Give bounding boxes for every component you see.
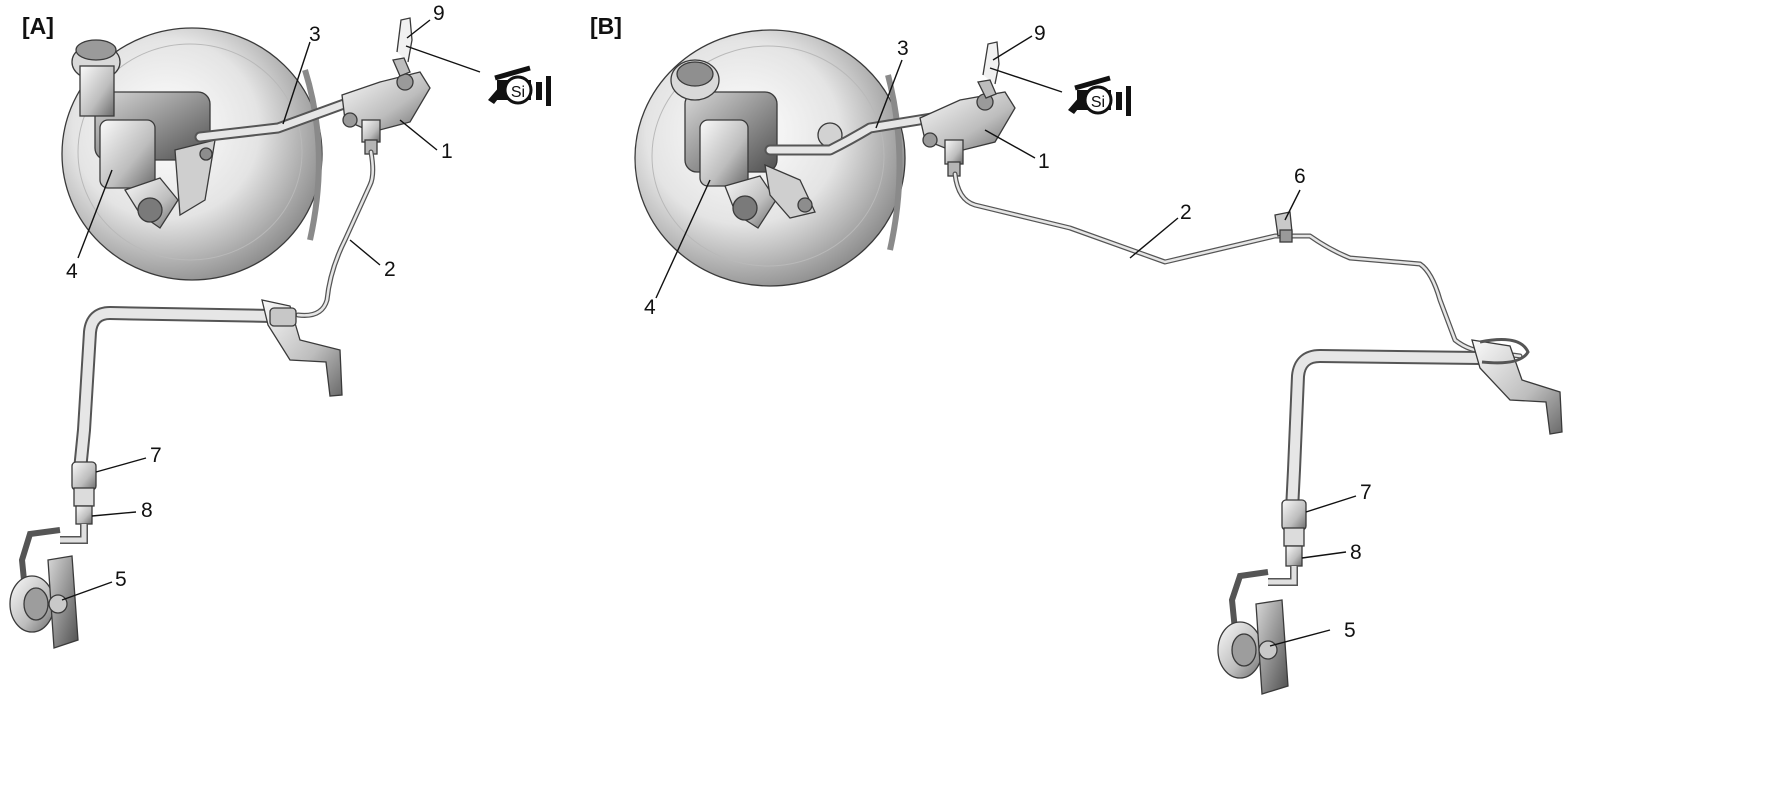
panel-label: [B] (590, 13, 622, 39)
grease-symbol-text: Si (1091, 94, 1105, 111)
clutch-release-cylinder (9, 527, 79, 649)
hose-joint (1268, 499, 1307, 586)
grease-symbol-text: Si (511, 84, 525, 101)
panel-label: [A] (22, 13, 54, 39)
callout-5: 5 (115, 568, 127, 591)
clutch-master-cylinder (71, 39, 216, 229)
leader-lines (61, 19, 481, 601)
callout-2: 2 (384, 258, 396, 281)
callout-1: 1 (1038, 150, 1050, 173)
leader-lines (655, 35, 1357, 647)
pipe-clip-6 (1274, 211, 1293, 243)
callout-2: 2 (1180, 201, 1192, 224)
panel-a: [A] (9, 2, 551, 649)
callout-7: 7 (1360, 481, 1372, 504)
pipe-connector-bracket (341, 71, 431, 155)
callout-8: 8 (141, 499, 153, 522)
callouts: 1 2 3 4 5 6 7 8 9 (644, 22, 1372, 642)
hose-joint (60, 461, 97, 544)
silicone-grease-icon: Si (1068, 75, 1131, 116)
clutch-pipe-3 (764, 109, 956, 156)
pipe-connector-bracket (919, 91, 1016, 177)
callouts: 1 2 3 4 5 7 8 9 (66, 2, 453, 591)
callout-9: 9 (433, 2, 445, 25)
clutch-master-cylinder (670, 59, 816, 229)
clutch-release-cylinder (1217, 569, 1289, 695)
callout-5: 5 (1344, 619, 1356, 642)
callout-6: 6 (1294, 165, 1306, 188)
clutch-pipe-2 (952, 171, 1523, 359)
silicone-grease-icon: Si (488, 65, 551, 106)
callout-3: 3 (309, 23, 321, 46)
callout-4: 4 (66, 260, 78, 283)
callout-1: 1 (441, 140, 453, 163)
panel-b: [B] (590, 13, 1563, 695)
callout-9: 9 (1034, 22, 1046, 45)
clutch-pipe-2 (295, 149, 376, 318)
callout-8: 8 (1350, 541, 1362, 564)
clutch-hose (73, 299, 343, 477)
clutch-hose (1285, 338, 1563, 517)
pipe-clip (977, 41, 1000, 99)
callout-4: 4 (644, 296, 656, 319)
callout-3: 3 (897, 37, 909, 60)
callout-7: 7 (150, 444, 162, 467)
